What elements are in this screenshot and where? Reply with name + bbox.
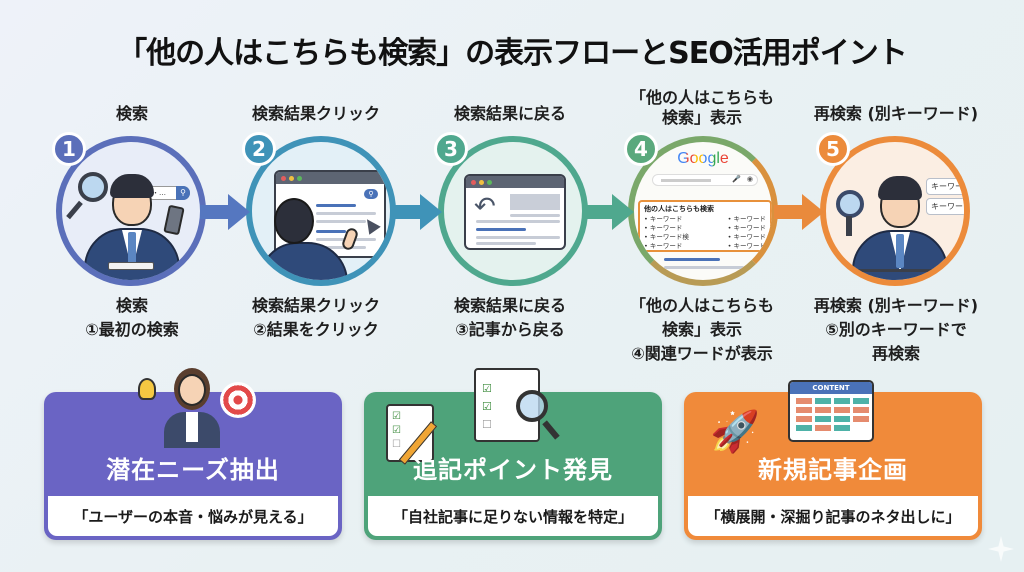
smartphone-icon bbox=[163, 204, 185, 236]
tie bbox=[128, 232, 136, 266]
card-1-title: 潜在ニーズ抽出 bbox=[106, 456, 280, 484]
keyword-link[interactable]: • キーワード bbox=[727, 233, 766, 241]
desk bbox=[846, 269, 956, 272]
magnifier-handle bbox=[66, 200, 83, 220]
keyword-chip: キーワー bbox=[926, 198, 964, 215]
woman-illustration bbox=[164, 368, 220, 448]
card-add-points: ☑☑☐ ☑☑☐ 追記ポイント発見 「自社記事に足りない情報を特定」 bbox=[364, 368, 662, 540]
magnifier-handle bbox=[542, 420, 560, 440]
step-2-top-label: 検索結果クリック bbox=[251, 104, 380, 123]
card-latent-needs: 潜在ニーズ抽出 「ユーザーの本音・悩みが見える」 bbox=[44, 368, 342, 540]
step-5-bottom-desc-line1: ⑤別のキーワードで bbox=[825, 320, 967, 339]
magnifier-icon bbox=[516, 390, 548, 422]
arrow-1-icon bbox=[200, 194, 250, 230]
step-3-badge: 3 bbox=[434, 132, 468, 166]
step-2-badge: 2 bbox=[242, 132, 276, 166]
step-4-bottom-title-line1: 「他の人はこちらも bbox=[629, 296, 774, 315]
step-4-top-label-line1: 「他の人はこちらも bbox=[629, 88, 774, 107]
back-arrow-icon: ↶ bbox=[474, 192, 496, 222]
keyword-link[interactable]: • キーワード bbox=[644, 242, 683, 250]
search-icon: ⚲ bbox=[364, 189, 378, 199]
card-new-articles: 🚀 CONTENT 新規記事企画 「横展開・深掘り記事のネタ出しに」 bbox=[684, 380, 982, 540]
keywords-right-column: • キーワード • キーワード • キーワード • キーワード bbox=[728, 215, 766, 251]
magnifier-icon bbox=[78, 172, 108, 202]
image-placeholder bbox=[510, 194, 560, 210]
search-box-text: ・… bbox=[152, 189, 166, 197]
step-3-bottom-title: 検索結果に戻る bbox=[453, 296, 566, 315]
step-5-bottom-label: 再検索 (別キーワード) ⑤別のキーワードで 再検索 bbox=[796, 294, 996, 366]
card-2-subtitle: 「自社記事に足りない情報を特定」 bbox=[368, 496, 658, 536]
keyword-link[interactable]: • キーワード bbox=[644, 215, 683, 223]
arrow-3-icon bbox=[584, 194, 634, 230]
step-4-top-label: 「他の人はこちらも 検索」表示 bbox=[602, 88, 802, 128]
target-icon bbox=[220, 382, 256, 418]
camera-icon: ◉ bbox=[746, 175, 753, 183]
step-1-bottom-label: 検索 ①最初の検索 bbox=[32, 294, 232, 342]
keyword-link[interactable]: • キーワード検 bbox=[644, 233, 689, 241]
step-3-bottom-desc: ③記事から戻る bbox=[455, 320, 565, 339]
people-also-search-panel: 他の人はこちらも検索 • キーワード • キーワード • キーワード検 • キー… bbox=[638, 200, 772, 252]
card-3-title: 新規記事企画 bbox=[758, 456, 908, 484]
keywords-left-column: • キーワード • キーワード • キーワード検 • キーワード bbox=[644, 215, 689, 251]
step-4-bottom-title-line2: 検索」表示 bbox=[661, 320, 742, 339]
keyword-link[interactable]: • キーワード bbox=[644, 224, 683, 232]
step-4-bottom-desc: ④関連ワードが表示 bbox=[631, 344, 773, 363]
step-4-badge: 4 bbox=[624, 132, 658, 166]
page-title: 「他の人はこちらも検索」の表示フローとSEO活用ポイント bbox=[117, 36, 908, 71]
step-2-bottom-label: 検索結果クリック ②結果をクリック bbox=[216, 294, 416, 342]
card-1-subtitle: 「ユーザーの本音・悩みが見える」 bbox=[48, 496, 338, 536]
step-5-bottom-desc-line2: 再検索 bbox=[871, 344, 920, 363]
arrow-4-icon bbox=[774, 194, 824, 230]
search-box: ・… ⚲ bbox=[146, 186, 190, 200]
browser-toolbar bbox=[466, 176, 564, 188]
tie bbox=[896, 234, 904, 268]
card-3-subtitle: 「横展開・深掘り記事のネタ出しに」 bbox=[688, 496, 978, 536]
browser-toolbar bbox=[276, 172, 384, 184]
lightbulb-icon bbox=[138, 378, 156, 400]
magnifier-icon bbox=[836, 190, 864, 218]
step-4-bottom-label: 「他の人はこちらも 検索」表示 ④関連ワードが表示 bbox=[602, 294, 802, 366]
keyword-chip: キーワー bbox=[926, 178, 964, 195]
step-5-circle: キーワー キーワー bbox=[820, 136, 970, 286]
step-1-top-label: 検索 bbox=[115, 104, 148, 123]
google-logo: Google bbox=[634, 150, 772, 168]
google-logo-text: Google bbox=[677, 150, 729, 167]
browser-window: ↶ bbox=[464, 174, 566, 250]
calendar-icon: CONTENT bbox=[788, 380, 874, 442]
seo-points-section: 潜在ニーズ抽出 「ユーザーの本音・悩みが見える」 ☑☑☐ ☑☑☐ 追記ポイント発… bbox=[44, 368, 984, 542]
step-4-top-label-line2: 検索」表示 bbox=[661, 108, 742, 127]
person-head-back bbox=[274, 198, 314, 244]
step-1-badge: 1 bbox=[52, 132, 86, 166]
step-2-bottom-title: 検索結果クリック bbox=[251, 296, 380, 315]
panel-heading: 他の人はこちらも検索 bbox=[644, 205, 714, 213]
step-1-circle: ・… ⚲ bbox=[56, 136, 206, 286]
step-5-top-label: 再検索 (別キーワード) bbox=[813, 104, 979, 123]
step-2-bottom-desc: ②結果をクリック bbox=[253, 320, 379, 339]
search-icon: ⚲ bbox=[176, 186, 190, 200]
calendar-header: CONTENT bbox=[790, 382, 872, 394]
card-2-title: 追記ポイント発見 bbox=[413, 456, 613, 484]
person-hair bbox=[110, 174, 154, 198]
keyword-link[interactable]: • キーワード bbox=[727, 224, 766, 232]
step-5-badge: 5 bbox=[816, 132, 850, 166]
sparkle-icon bbox=[988, 536, 1014, 562]
keyword-link[interactable]: • キーワード bbox=[727, 242, 766, 250]
person-hair bbox=[878, 176, 922, 200]
magnifier-handle bbox=[846, 216, 852, 236]
step-3-top-label: 検索結果に戻る bbox=[453, 104, 566, 123]
step-1-bottom-desc: ①最初の検索 bbox=[85, 320, 179, 339]
google-search-bar: 🎤 ◉ bbox=[652, 174, 758, 186]
step-3-bottom-label: 検索結果に戻る ③記事から戻る bbox=[410, 294, 610, 342]
keyboard-icon bbox=[108, 262, 154, 270]
rocket-icon: 🚀 bbox=[710, 409, 760, 455]
keyword-link[interactable]: • キーワード bbox=[727, 215, 766, 223]
step-5-bottom-title: 再検索 (別キーワード) bbox=[813, 296, 979, 315]
arrow-2-icon bbox=[392, 194, 442, 230]
step-3-circle: ↶ bbox=[438, 136, 588, 286]
step-1-bottom-title: 検索 bbox=[115, 296, 148, 315]
mic-icon: 🎤 bbox=[732, 175, 741, 183]
